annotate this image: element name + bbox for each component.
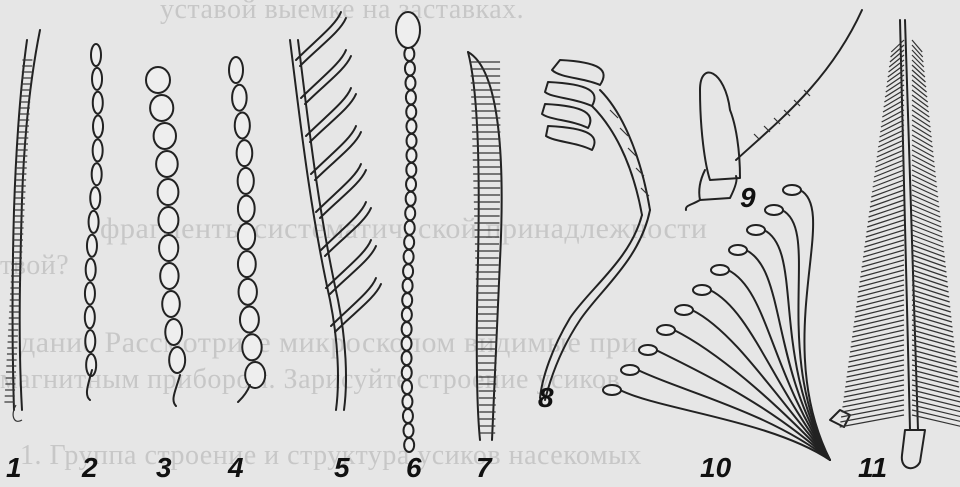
label-10: 10 — [700, 452, 731, 484]
antenna-8-lamellate — [540, 60, 650, 400]
label-6: 6 — [406, 452, 422, 484]
label-11: 11 — [858, 452, 887, 484]
antenna-2-setaceous — [85, 44, 103, 400]
label-2: 2 — [82, 452, 98, 484]
antenna-11-plumose — [840, 20, 960, 468]
antenna-1-filiform — [4, 30, 40, 421]
antenna-10-flabellate — [603, 185, 850, 460]
antenna-5-pectinate — [290, 12, 381, 410]
label-5: 5 — [334, 452, 350, 484]
antenna-4-moniliform — [229, 57, 265, 402]
antenna-3-moniliform — [146, 67, 185, 406]
label-9: 9 — [740, 182, 756, 214]
antenna-9-aristate — [686, 10, 862, 210]
antenna-6-capitate — [396, 12, 420, 452]
label-7: 7 — [476, 452, 492, 484]
label-4: 4 — [228, 452, 244, 484]
label-8: 8 — [538, 382, 554, 414]
label-3: 3 — [156, 452, 172, 484]
antenna-7-serrate — [468, 52, 502, 440]
label-1: 1 — [6, 452, 22, 484]
